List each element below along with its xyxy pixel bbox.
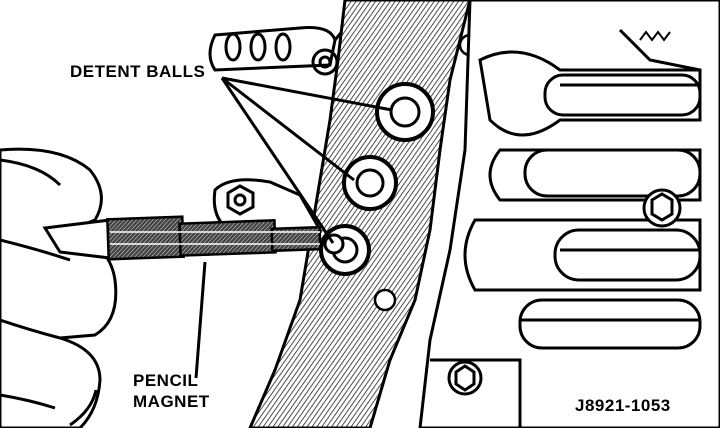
leader-lines xyxy=(194,76,393,379)
hand xyxy=(0,147,118,428)
shift-rail-assembly xyxy=(418,0,720,428)
magnet-label-line: MAGNET xyxy=(133,392,210,411)
pencil-label-line: PENCIL xyxy=(133,371,199,390)
figure-id: J8921-1053 xyxy=(575,396,671,415)
pencil-magnet-tool xyxy=(42,215,345,261)
detent-balls-label: DETENT BALLS xyxy=(70,62,206,81)
pencil-magnet-label: PENCIL MAGNET xyxy=(133,370,210,412)
